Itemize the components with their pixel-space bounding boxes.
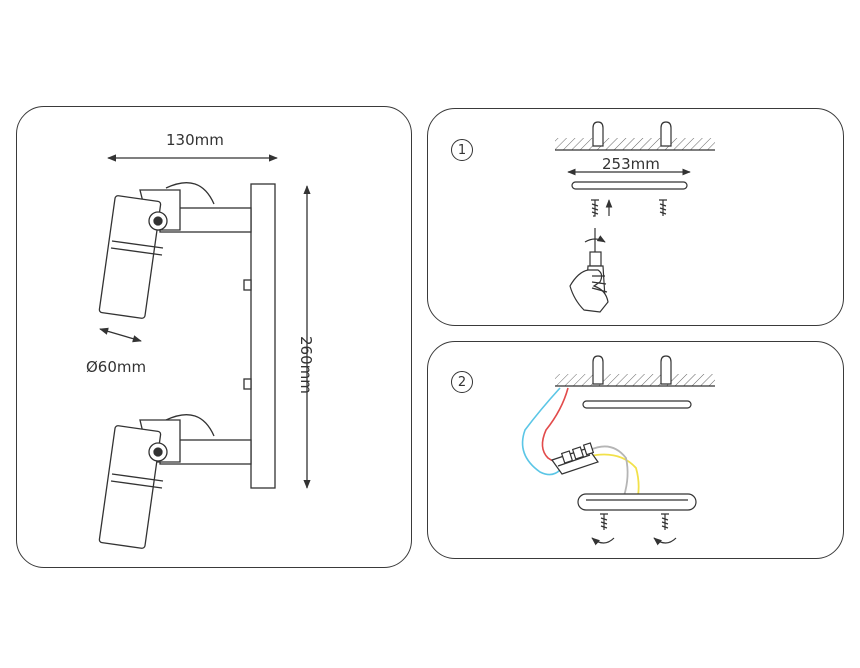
bar-screw-bottom: [243, 378, 252, 390]
height-label: 260mm: [297, 336, 315, 394]
mounting-bar: [250, 183, 276, 489]
ceiling-anchor-right: [660, 121, 672, 147]
rotate-arrow-left: [591, 537, 615, 546]
spotlight-upper: [98, 182, 252, 319]
step-2-drawing: [521, 355, 715, 546]
mounting-spacing-label: 253mm: [602, 155, 660, 173]
terminal-block: [551, 442, 599, 475]
ceiling-hatch-2: [555, 374, 715, 386]
diameter-dimension-line: [99, 327, 142, 343]
step-1-number: 1: [451, 139, 473, 161]
ceiling-anchor-left-2: [592, 355, 604, 385]
dimensions-panel: [16, 106, 412, 568]
fixture-drawing: [98, 154, 311, 549]
mounting-plate-2: [582, 400, 692, 409]
ceiling-anchor-right-2: [660, 355, 672, 385]
fixture-canopy: [577, 493, 697, 511]
step-2-number: 2: [451, 371, 473, 393]
ceiling-hatch: [555, 138, 715, 150]
screwdriver-hand: [569, 228, 609, 313]
mounting-plate: [571, 181, 688, 190]
step-1-drawing: [555, 121, 715, 313]
diameter-label: Ø60mm: [86, 358, 147, 376]
ceiling-anchor-left: [592, 121, 604, 147]
width-label: 130mm: [166, 131, 224, 149]
wire-gray: [589, 445, 629, 497]
wire-blue: [521, 387, 561, 476]
wire-red: [541, 387, 569, 464]
bar-screw-top: [243, 279, 252, 291]
rotate-arrow-right: [653, 537, 677, 546]
wire-yellow: [589, 453, 640, 497]
spotlight-lower: [98, 414, 252, 549]
